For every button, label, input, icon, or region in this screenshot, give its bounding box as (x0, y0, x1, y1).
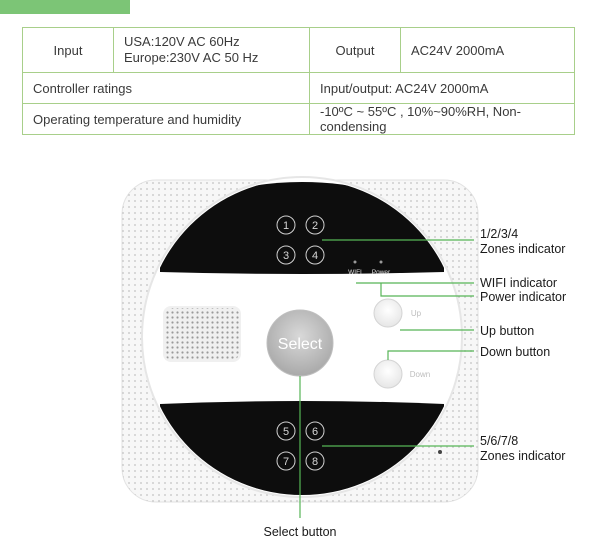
callout-zones-1-4-text: Zones indicator (480, 242, 565, 256)
zone-6-label: 6 (312, 426, 318, 438)
input-label: Input (22, 27, 114, 73)
callout-up: Up button (480, 324, 534, 338)
wifi-led-icon (353, 260, 357, 264)
zone-3-label: 3 (283, 250, 289, 262)
input-value: USA:120V AC 60Hz Europe:230V AC 50 Hz (113, 27, 310, 73)
zone-5-label: 5 (283, 426, 289, 438)
callout-power: Power indicator (480, 290, 566, 304)
top-display (160, 182, 444, 495)
controller-value: Input/output: AC24V 2000mA (309, 72, 575, 104)
select-text: Select (278, 336, 323, 353)
down-button[interactable]: Down (373, 359, 430, 389)
up-button[interactable]: Up (373, 298, 422, 328)
callout-zones-5-8-numbers: 5/6/7/8 (480, 434, 518, 448)
callout-select: Select button (264, 525, 337, 539)
spec-row-operating: Operating temperature and humidity -10ºC… (22, 103, 575, 135)
select-button[interactable]: Select (266, 309, 334, 377)
callout-down: Down button (480, 345, 550, 359)
zone-5-indicator (276, 421, 296, 441)
output-value: AC24V 2000mA (400, 27, 575, 73)
zone-1-label: 1 (283, 220, 289, 232)
callout-line-down (387, 350, 474, 360)
controller-label: Controller ratings (22, 72, 310, 104)
callout-zones-5-8-text: Zones indicator (480, 449, 565, 463)
zone-7-indicator (276, 451, 296, 471)
zone-4-indicator (305, 245, 325, 265)
header-tab (0, 0, 130, 14)
down-text: Down (410, 370, 430, 379)
zone-6-indicator (305, 421, 325, 441)
wifi-text: WIFI (348, 269, 362, 276)
zone-7-label: 7 (283, 456, 289, 468)
callout-wifi: WIFI indicator (480, 276, 557, 290)
zone-3-indicator (276, 245, 296, 265)
sensor-dot (438, 450, 442, 454)
callout-zones-1-4-numbers: 1/2/3/4 (480, 227, 518, 241)
status-indicators: WIFI Power (348, 260, 391, 276)
operating-value: -10ºC ~ 55ºC , 10%~90%RH, Non-condensing (309, 103, 575, 135)
zone-indicators-bottom: 5 6 7 8 (276, 421, 325, 471)
up-text: Up (411, 309, 422, 318)
zone-indicators-top: 1 2 3 4 (276, 215, 325, 265)
callout-lines (299, 239, 474, 518)
zone-2-indicator (305, 215, 325, 235)
zone-2-label: 2 (312, 220, 318, 232)
input-value-europe: Europe:230V AC 50 Hz (124, 50, 259, 65)
power-led-icon (379, 260, 383, 264)
callout-line-power (380, 283, 474, 297)
input-value-usa: USA:120V AC 60Hz (124, 34, 240, 49)
operating-label: Operating temperature and humidity (22, 103, 310, 135)
spec-row-input: Input USA:120V AC 60Hz Europe:230V AC 50… (22, 27, 575, 73)
zone-8-indicator (305, 451, 325, 471)
spec-row-controller: Controller ratings Input/output: AC24V 2… (22, 72, 575, 104)
zone-1-indicator (276, 215, 296, 235)
bottom-display (160, 401, 444, 495)
zone-4-label: 4 (312, 250, 318, 262)
speaker-grill-holes (165, 308, 239, 360)
zone-8-label: 8 (312, 456, 318, 468)
output-label: Output (309, 27, 401, 73)
spec-table: Input USA:120V AC 60Hz Europe:230V AC 50… (22, 27, 575, 135)
power-text: Power (372, 269, 391, 276)
